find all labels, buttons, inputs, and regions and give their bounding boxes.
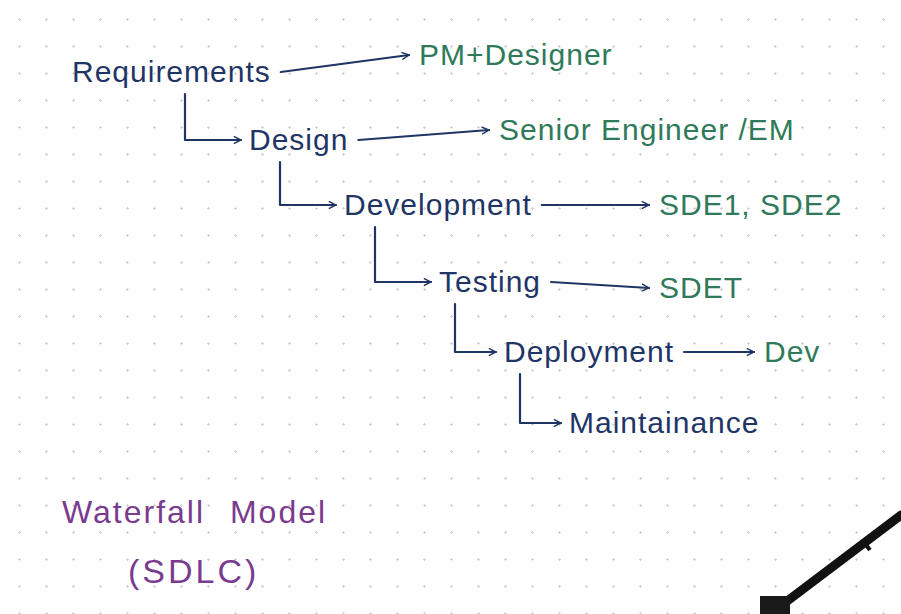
node-text: SDE1, SDE2 xyxy=(659,187,842,223)
flow-arrow xyxy=(358,130,489,140)
node-text: Development xyxy=(344,187,532,223)
role-label: PM+Designer xyxy=(415,35,617,75)
role-label: Senior Engineer /EM xyxy=(495,110,799,150)
flow-arrow xyxy=(684,351,754,353)
node-text: Senior Engineer /EM xyxy=(499,112,795,148)
node-text: Requirements xyxy=(72,54,271,90)
node-text: Maintainance xyxy=(569,405,759,441)
role-label: SDE1, SDE2 xyxy=(655,185,846,225)
flow-arrow xyxy=(280,162,336,205)
phase-label: Development xyxy=(340,185,536,225)
diagram-title: Waterfall Model xyxy=(62,494,327,531)
diagram-caption: (SDLC) xyxy=(128,552,259,591)
role-label: SDET xyxy=(655,268,747,308)
node-text: Testing xyxy=(439,264,541,300)
flow-arrow xyxy=(375,227,431,282)
role-label: Dev xyxy=(760,332,824,372)
node-text: PM+Designer xyxy=(419,37,613,73)
phase-label: Design xyxy=(245,120,352,160)
flow-arrow xyxy=(455,304,496,352)
phase-label: Deployment xyxy=(500,332,678,372)
mic-base xyxy=(760,596,790,614)
node-text: Design xyxy=(249,122,348,158)
flow-arrow xyxy=(185,94,241,140)
node-text: Deployment xyxy=(504,334,674,370)
phase-label: Maintainance xyxy=(565,403,763,443)
flow-arrow xyxy=(520,374,561,423)
flow-arrow xyxy=(551,282,649,288)
node-text: Dev xyxy=(764,334,820,370)
phase-label: Requirements xyxy=(68,52,275,92)
flow-arrow xyxy=(281,55,409,72)
mic-clip xyxy=(862,540,870,550)
phase-label: Testing xyxy=(435,262,545,302)
node-text: SDET xyxy=(659,270,743,306)
flow-arrow xyxy=(542,204,649,206)
